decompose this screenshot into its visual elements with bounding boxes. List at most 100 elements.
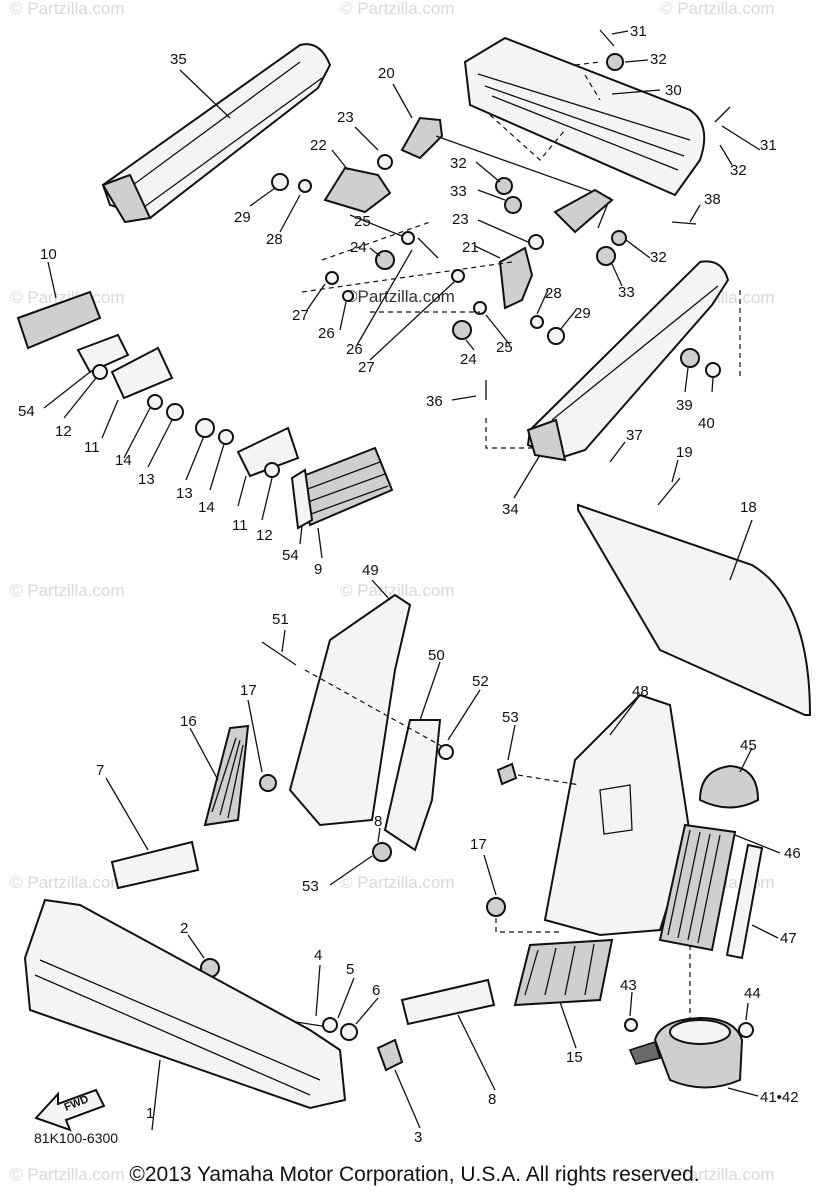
callout-32: 32	[450, 155, 467, 172]
watermark-center: ©Partzilla.com	[345, 287, 455, 306]
parts-layer: FWD	[16, 29, 812, 1132]
callout-44: 44	[744, 985, 761, 1002]
callout-29: 29	[574, 305, 591, 322]
part-27	[451, 269, 465, 283]
forward-arrow-icon: FWD	[34, 1088, 106, 1132]
callout-4: 4	[314, 947, 322, 964]
part-16-grille	[203, 724, 250, 827]
callout-23: 23	[452, 211, 469, 228]
part-34-cover	[526, 260, 730, 460]
part-49-cover	[288, 593, 412, 827]
part-42-cover	[669, 1019, 731, 1045]
part-13	[195, 418, 215, 438]
callout-32: 32	[650, 249, 667, 266]
callout-47: 47	[780, 930, 797, 947]
part-30-plate	[463, 36, 706, 197]
part-17	[486, 897, 506, 917]
callout-27: 27	[292, 307, 309, 324]
callout-15: 15	[566, 1049, 583, 1066]
part-29	[547, 327, 565, 345]
part-22-bracket	[323, 166, 392, 214]
part-21-bracket	[498, 246, 534, 310]
part-28	[298, 179, 312, 193]
callout-29: 29	[234, 209, 251, 226]
diagram-code: 81K100-6300	[34, 1130, 118, 1146]
part-3-bracket	[376, 1038, 404, 1072]
callout-26: 26	[346, 341, 363, 358]
callout-22: 22	[310, 137, 327, 154]
watermark: © Partzilla.com	[340, 581, 455, 600]
watermark: © Partzilla.com	[660, 0, 775, 18]
part-53-bolt	[496, 762, 518, 786]
callout-13: 13	[176, 485, 193, 502]
part-19-rivet	[657, 477, 681, 506]
callout-6: 6	[372, 982, 380, 999]
part-54-gasket	[76, 333, 130, 374]
callout-18: 18	[740, 499, 757, 516]
part-38-bolt	[671, 221, 697, 225]
part-14	[218, 429, 234, 445]
part-32	[611, 230, 627, 246]
part-20-bracket	[400, 116, 444, 160]
watermark: © Partzilla.com	[660, 1165, 775, 1184]
callout-30: 30	[665, 82, 682, 99]
callout-50: 50	[428, 647, 445, 664]
callout-28: 28	[545, 285, 562, 302]
part-35-end	[101, 173, 152, 224]
callout-14: 14	[115, 452, 132, 469]
callout-25: 25	[354, 213, 371, 230]
callout-labels: 35 20 23 22 31 32 30 31 32 32 33 23 21 3…	[18, 23, 801, 1146]
part-8-reflector	[400, 978, 496, 1026]
part-31-bolt	[714, 106, 731, 123]
callout-53: 53	[302, 878, 319, 895]
part-45-cap	[698, 764, 760, 809]
callout-11: 11	[232, 517, 248, 534]
part-10-lamp	[16, 290, 102, 350]
callout-27: 27	[358, 359, 375, 376]
callout-37: 37	[626, 427, 643, 444]
part-28	[530, 315, 544, 329]
callout-21: 21	[462, 239, 479, 256]
callout-51: 51	[272, 611, 289, 628]
part-26	[342, 290, 354, 302]
callout-40: 40	[698, 415, 715, 432]
callout-35: 35	[170, 51, 187, 68]
part-44	[738, 1022, 754, 1038]
leader-lines	[43, 30, 781, 1131]
callout-48: 48	[632, 683, 649, 700]
callout-1: 1	[146, 1105, 154, 1122]
callout-32: 32	[650, 51, 667, 68]
part-51-rivet	[261, 641, 297, 666]
watermark: © Partzilla.com	[10, 581, 125, 600]
callout-7: 7	[96, 762, 104, 779]
callout-20: 20	[378, 65, 395, 82]
part-25	[473, 301, 487, 315]
watermark: © Partzilla.com	[340, 0, 455, 18]
callout-53: 53	[502, 709, 519, 726]
callout-43: 43	[620, 977, 637, 994]
callout-12: 12	[55, 423, 72, 440]
callout-17: 17	[470, 836, 487, 853]
part-31-bolt	[599, 29, 615, 47]
callout-19: 19	[676, 444, 693, 461]
watermark: © Partzilla.com	[10, 1165, 125, 1184]
callout-33: 33	[618, 284, 635, 301]
part-39	[680, 348, 700, 368]
callout-8: 8	[374, 813, 382, 830]
part-11-socket	[110, 346, 174, 400]
callout-39: 39	[676, 397, 693, 414]
callout-32: 32	[730, 162, 747, 179]
callout-10: 10	[40, 246, 57, 263]
part-54-gasket	[290, 468, 314, 530]
part-14	[147, 394, 163, 410]
callout-31: 31	[760, 137, 777, 154]
part-12	[264, 462, 280, 478]
part-7-reflector	[110, 840, 200, 890]
part-23	[377, 154, 393, 170]
part-17	[259, 774, 277, 792]
part-29	[271, 173, 289, 191]
part-47-label	[725, 843, 764, 960]
callout-26: 26	[318, 325, 335, 342]
part-4-bolt	[295, 1021, 323, 1027]
